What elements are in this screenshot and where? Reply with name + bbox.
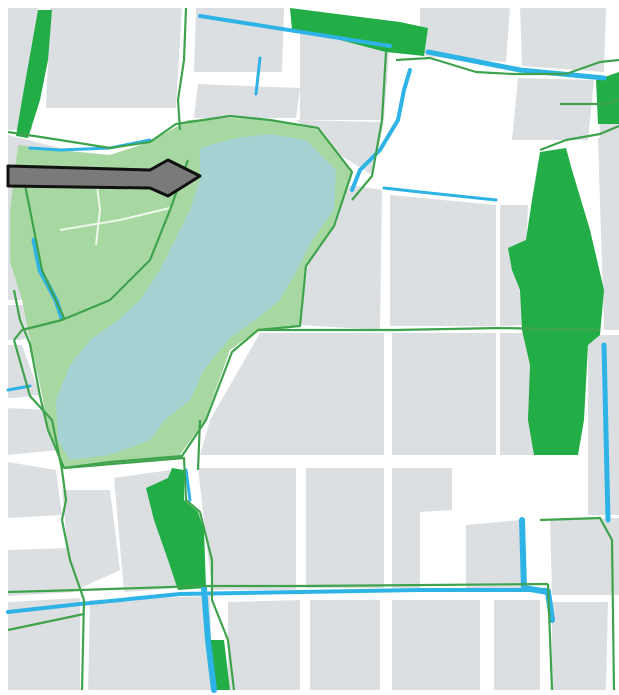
city-block <box>8 462 62 518</box>
city-block <box>420 8 510 62</box>
district-boundary <box>560 98 619 106</box>
waterway <box>201 585 217 693</box>
green-area <box>596 72 619 124</box>
waterway <box>254 56 262 96</box>
district-boundary <box>196 419 202 471</box>
waterway <box>382 186 498 202</box>
city-block <box>310 600 380 690</box>
waterway <box>184 468 192 502</box>
district-boundary <box>546 583 554 691</box>
arrow-right-icon <box>6 158 202 198</box>
waterway <box>425 49 607 81</box>
district-boundary <box>61 159 190 322</box>
city-block <box>62 490 120 592</box>
district-boundary <box>13 318 63 341</box>
district-boundary <box>7 582 549 594</box>
city-block <box>550 518 619 595</box>
waterway <box>350 68 412 192</box>
arrow-shape <box>6 158 202 198</box>
city-blocks <box>8 8 619 690</box>
city-block <box>8 598 80 690</box>
district-boundary <box>12 339 86 691</box>
district-boundary <box>7 114 354 470</box>
city-block <box>520 8 606 72</box>
city-block <box>392 333 496 455</box>
waterways <box>6 14 611 693</box>
city-block <box>512 78 594 140</box>
district-boundary <box>7 612 85 632</box>
district-boundary <box>258 326 601 332</box>
district-boundary <box>539 516 616 691</box>
lake <box>56 134 336 460</box>
waterway <box>601 342 611 523</box>
city-block <box>494 600 540 690</box>
green-area <box>146 468 206 590</box>
district-boundary <box>395 56 619 76</box>
city-block <box>300 185 382 330</box>
waterway <box>6 588 550 614</box>
city-block <box>8 548 74 596</box>
district-boundary <box>176 7 188 131</box>
city-block <box>466 520 522 588</box>
city-block <box>198 468 296 590</box>
district-boundaries <box>7 7 619 691</box>
city-block <box>306 468 384 588</box>
green-area <box>290 8 428 56</box>
green-areas <box>16 8 619 690</box>
green-area <box>508 148 604 455</box>
city-block <box>552 602 608 690</box>
city-block <box>392 600 480 690</box>
district-boundary <box>539 124 619 152</box>
city-block <box>228 600 300 690</box>
park-path <box>59 207 171 231</box>
district-boundary <box>63 456 236 691</box>
city-block <box>88 596 212 690</box>
city-block <box>200 333 384 455</box>
city-block <box>598 135 619 330</box>
city-block <box>194 84 300 118</box>
city-block <box>46 8 182 108</box>
city-block <box>500 333 534 455</box>
waterway <box>198 14 392 48</box>
city-block <box>392 468 452 588</box>
city-block <box>390 195 496 326</box>
district-boundary <box>351 51 388 201</box>
green-area <box>16 10 52 138</box>
